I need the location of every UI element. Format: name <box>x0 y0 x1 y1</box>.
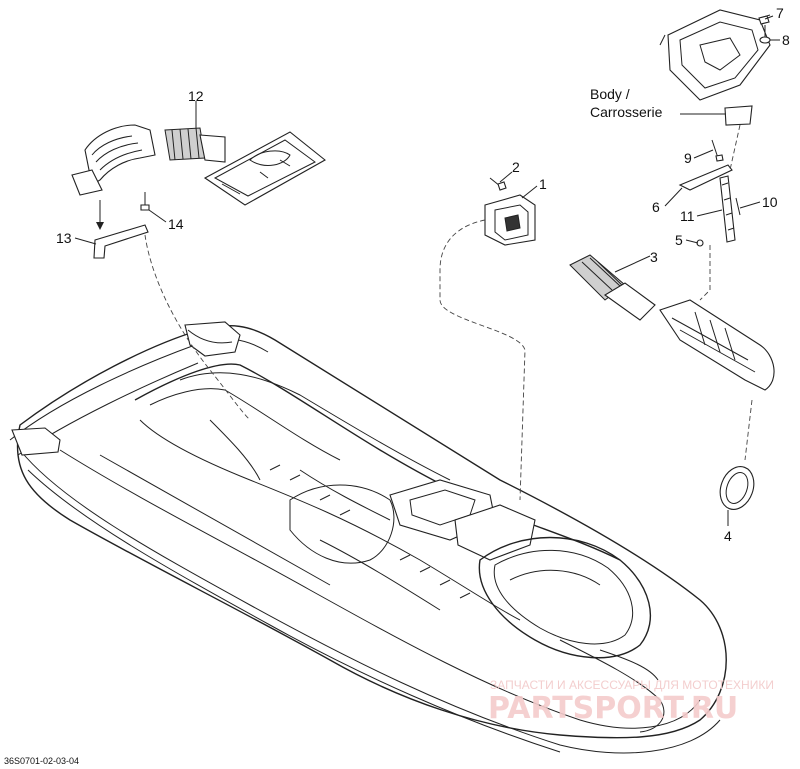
callout-6: 6 <box>652 199 660 215</box>
watermark-subtitle: ЗАПЧАСТИ И АКСЕССУАРЫ ДЛЯ МОТОТЕХНИКИ <box>490 678 774 692</box>
watercraft-hull <box>9 321 727 754</box>
body-label-line2: Carrosserie <box>590 104 663 120</box>
watermark-brand: PARTSPORT.RU <box>488 691 738 726</box>
watermark: ЗАПЧАСТИ И АКСЕССУАРЫ ДЛЯ МОТОТЕХНИКИ PA… <box>488 678 774 726</box>
reference-code: 36S0701-02-03-04 <box>4 756 79 766</box>
callout-leaders <box>74 15 780 526</box>
callout-11: 11 <box>680 208 695 224</box>
callout-labels: 1 2 3 4 5 6 7 8 9 10 11 12 13 14 Body / … <box>56 5 790 544</box>
body-label-line1: Body / <box>590 86 630 102</box>
callout-9: 9 <box>684 150 692 166</box>
callout-3: 3 <box>650 249 658 265</box>
callout-4: 4 <box>724 528 732 544</box>
callout-2: 2 <box>512 159 520 175</box>
callout-10: 10 <box>762 194 778 210</box>
callout-1: 1 <box>539 176 547 192</box>
callout-12: 12 <box>188 88 204 104</box>
callout-5: 5 <box>675 232 683 248</box>
air-intake-left-assembly <box>71 124 326 421</box>
callout-14: 14 <box>168 216 184 232</box>
air-intake-right-assembly <box>439 9 775 510</box>
callout-7: 7 <box>776 5 784 21</box>
callout-8: 8 <box>782 32 790 48</box>
callout-13: 13 <box>56 230 72 246</box>
